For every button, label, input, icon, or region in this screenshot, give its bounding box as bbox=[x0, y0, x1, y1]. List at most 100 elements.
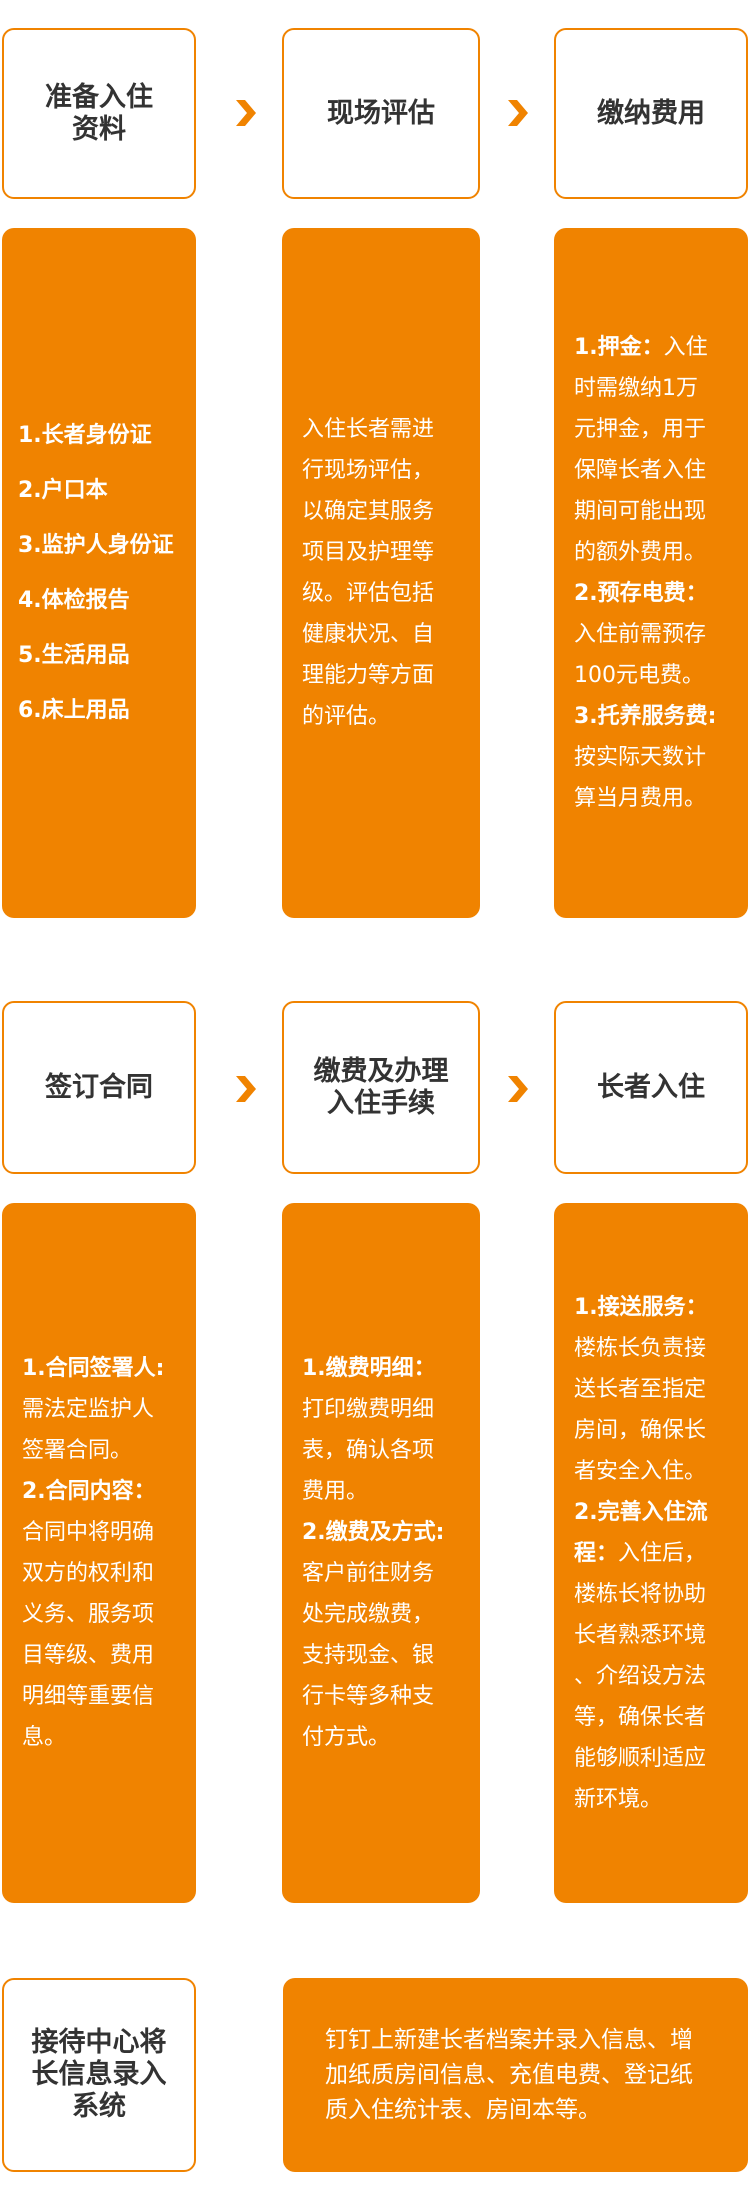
detail-text: 入住前需预存 bbox=[574, 622, 707, 647]
step-title: 缴纳费用 bbox=[597, 98, 705, 130]
detail-text: 明细等重要信 bbox=[22, 1684, 155, 1709]
title-line: 长者入住 bbox=[597, 1071, 705, 1103]
detail-text: 100元电费。 bbox=[574, 663, 704, 688]
step-title: 现场评估 bbox=[327, 98, 435, 130]
final-step-title-box: 接待中心将长信息录入系统 bbox=[2, 1978, 196, 2172]
detail-line: 能够顺利适应 bbox=[574, 1738, 708, 1779]
title-line: 接待中心将 bbox=[31, 2027, 167, 2058]
detail-line: 理能力等方面 bbox=[302, 655, 434, 696]
detail-heading: 1.缴费明细： bbox=[302, 1356, 436, 1381]
step-detail-card: 1.押金：入住时需缴纳1万元押金，用于保障长者入住期间可能出现的额外费用。 2.预… bbox=[554, 228, 748, 918]
detail-text: 行现场评估， bbox=[302, 458, 435, 483]
chevron-right-icon bbox=[508, 1076, 528, 1102]
detail-text: 理能力等方面 bbox=[302, 663, 435, 688]
final-step-detail-text: 钉钉上新建长者档案并录入信息、增 加纸质房间信息、充值电费、登记纸 质入住统计表… bbox=[283, 2023, 693, 2128]
detail-line: 期间可能出现 bbox=[574, 491, 716, 532]
detail-line: 1.押金：入住 bbox=[574, 327, 716, 368]
detail-line: 双方的权利和 bbox=[22, 1553, 164, 1594]
detail-line: 的额外费用。 bbox=[574, 532, 716, 573]
step-detail-card: 1.缴费明细：打印缴费明细表，确认各项费用。2.缴费及方式:客户前往财务处完成缴… bbox=[282, 1203, 480, 1903]
step-detail-card: 1.合同签署人:需法定监护人签署合同。2.合同内容：合同中将明确双方的权利和义务… bbox=[2, 1203, 196, 1903]
step-title-box: 现场评估 bbox=[282, 28, 480, 199]
detail-text: 元押金，用于 bbox=[574, 417, 707, 442]
step-title-box: 缴费及办理入住手续 bbox=[282, 1001, 480, 1174]
detail-text: 长者熟悉环境 bbox=[574, 1622, 707, 1648]
detail-text: 健康状况、自 bbox=[302, 622, 435, 647]
detail-line: 1.接送服务： bbox=[574, 1287, 708, 1328]
detail-line: 、介绍设方法 bbox=[574, 1656, 708, 1697]
detail-text: 入住后， bbox=[618, 1540, 707, 1566]
detail-heading: 3.监护人身份证 bbox=[18, 533, 174, 558]
detail-line: 息。 bbox=[22, 1717, 164, 1758]
detail-text: 表，确认各项 bbox=[302, 1438, 435, 1463]
step-title: 缴费及办理入住手续 bbox=[314, 1056, 449, 1120]
detail-heading: 2.户口本 bbox=[18, 478, 108, 503]
detail-text: 能够顺利适应 bbox=[574, 1745, 707, 1771]
detail-line: 需法定监护人 bbox=[22, 1389, 164, 1430]
detail-line: 行卡等多种支 bbox=[302, 1676, 444, 1717]
detail-line: 者安全入住。 bbox=[574, 1451, 708, 1492]
detail-text: 楼栋长将协助 bbox=[574, 1581, 707, 1607]
final-step-detail-card: 钉钉上新建长者档案并录入信息、增 加纸质房间信息、充值电费、登记纸 质入住统计表… bbox=[283, 1978, 748, 2172]
detail-text: 打印缴费明细 bbox=[302, 1397, 435, 1422]
detail-line: 打印缴费明细 bbox=[302, 1389, 444, 1430]
detail-line: 加纸质房间信息、充值电费、登记纸 bbox=[325, 2061, 693, 2088]
detail-line: 2.预存电费： bbox=[574, 573, 716, 614]
step-title: 长者入住 bbox=[597, 1072, 705, 1104]
detail-text: 房间，确保长 bbox=[574, 1417, 707, 1443]
title-line: 缴费及办理 bbox=[313, 1055, 449, 1087]
detail-text: 支持现金、银 bbox=[302, 1643, 435, 1668]
chevron-right-icon bbox=[236, 100, 256, 126]
step-detail-card: 入住长者需进行现场评估，以确定其服务项目及护理等级。评估包括健康状况、自理能力等… bbox=[282, 228, 480, 918]
detail-line: 合同中将明确 bbox=[22, 1512, 164, 1553]
chevron-right-icon bbox=[508, 100, 528, 126]
detail-text: 保障长者入住 bbox=[574, 458, 707, 483]
detail-heading: 2.预存电费： bbox=[574, 581, 708, 606]
detail-line: 的评估。 bbox=[302, 696, 434, 737]
detail-text: 的评估。 bbox=[302, 704, 391, 729]
detail-text: 客户前往财务 bbox=[302, 1561, 435, 1586]
detail-text: 息。 bbox=[22, 1725, 67, 1750]
detail-heading: 2.合同内容： bbox=[22, 1479, 156, 1504]
chevron-right-icon bbox=[236, 1076, 256, 1102]
detail-line: 2.户口本 bbox=[18, 463, 174, 518]
detail-line: 新环境。 bbox=[574, 1779, 708, 1820]
detail-line: 按实际天数计 bbox=[574, 737, 716, 778]
detail-text: 合同中将明确 bbox=[22, 1520, 155, 1545]
title-line: 入住手续 bbox=[327, 1087, 435, 1119]
detail-line: 程：入住后， bbox=[574, 1533, 708, 1574]
detail-line: 保障长者入住 bbox=[574, 450, 716, 491]
detail-text: 者安全入住。 bbox=[574, 1458, 707, 1484]
step-detail-text: 1.接送服务：楼栋长负责接送长者至指定房间，确保长者安全入住。2.完善入住流程：… bbox=[554, 1287, 708, 1820]
detail-line: 1.合同签署人: bbox=[22, 1348, 164, 1389]
detail-text: 入住 bbox=[663, 335, 708, 360]
detail-text: 入住长者需进 bbox=[302, 417, 435, 442]
step-detail-card: 1.接送服务：楼栋长负责接送长者至指定房间，确保长者安全入住。2.完善入住流程：… bbox=[554, 1203, 748, 1903]
detail-heading: 1.长者身份证 bbox=[18, 423, 152, 448]
detail-text: 处完成缴费， bbox=[302, 1602, 435, 1627]
title-line: 长信息录入 bbox=[31, 2059, 167, 2090]
detail-text: 时需缴纳1万 bbox=[574, 376, 698, 401]
title-line: 系统 bbox=[72, 2091, 126, 2122]
detail-text: 以确定其服务 bbox=[302, 499, 435, 524]
detail-line: 4.体检报告 bbox=[18, 573, 174, 628]
detail-line: 钉钉上新建长者档案并录入信息、增 bbox=[325, 2026, 693, 2053]
detail-line: 元押金，用于 bbox=[574, 409, 716, 450]
detail-line: 楼栋长负责接 bbox=[574, 1328, 708, 1369]
step-title-box: 缴纳费用 bbox=[554, 28, 748, 199]
detail-text: 送长者至指定 bbox=[574, 1376, 707, 1402]
detail-heading: 程： bbox=[574, 1540, 619, 1566]
detail-line: 目等级、费用 bbox=[22, 1635, 164, 1676]
detail-line: 以确定其服务 bbox=[302, 491, 434, 532]
detail-line: 时需缴纳1万 bbox=[574, 368, 716, 409]
title-line: 现场评估 bbox=[327, 97, 435, 129]
step-title: 签订合同 bbox=[45, 1072, 153, 1104]
detail-text: 目等级、费用 bbox=[22, 1643, 155, 1668]
detail-line: 项目及护理等 bbox=[302, 532, 434, 573]
detail-text: 需法定监护人 bbox=[22, 1397, 155, 1422]
step-title-box: 签订合同 bbox=[2, 1001, 196, 1174]
detail-line: 明细等重要信 bbox=[22, 1676, 164, 1717]
detail-text: 义务、服务项 bbox=[22, 1602, 155, 1627]
detail-text: 新环境。 bbox=[574, 1786, 663, 1812]
